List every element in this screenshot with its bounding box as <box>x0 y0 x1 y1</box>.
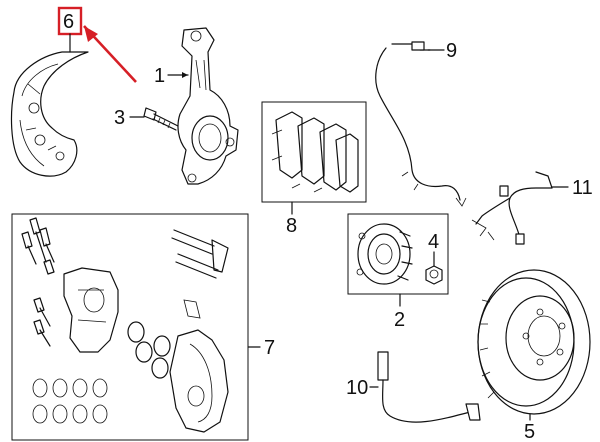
caliper-bracket <box>63 267 119 353</box>
seal-rings <box>32 378 108 424</box>
callout-2: 2 <box>394 309 405 331</box>
hub-bearing-box <box>347 213 449 295</box>
brake-pads <box>271 111 359 193</box>
callout-3: 3 <box>114 107 125 129</box>
callout-11: 11 <box>572 177 593 199</box>
callout-6-marker-arrowhead <box>84 26 98 42</box>
hub-bearing <box>356 223 413 285</box>
steering-knuckle <box>177 27 239 185</box>
wear-sensor <box>377 351 481 423</box>
callout-9: 9 <box>446 40 457 62</box>
hub-nut <box>425 265 443 285</box>
guide-pins <box>171 229 229 279</box>
callout-1: 1 <box>154 65 165 87</box>
callout-10: 10 <box>346 377 368 399</box>
brake-pads-box <box>261 101 367 203</box>
callout-7: 7 <box>264 337 275 359</box>
caliper-bolts <box>21 217 55 347</box>
callout-5: 5 <box>524 421 535 442</box>
abs-sensor-harness <box>375 41 467 207</box>
callout-4: 4 <box>428 231 439 253</box>
knuckle-bolt <box>143 107 179 131</box>
callout-8: 8 <box>286 215 297 237</box>
brake-rotor <box>477 269 591 415</box>
pistons <box>127 321 171 379</box>
splash-shield <box>10 51 89 177</box>
callout-6: 6 <box>63 11 74 33</box>
callout-1-arrowhead <box>182 72 188 78</box>
brake-hose <box>471 171 553 245</box>
caliper-kit-box <box>11 213 249 441</box>
caliper-housing <box>169 299 229 433</box>
